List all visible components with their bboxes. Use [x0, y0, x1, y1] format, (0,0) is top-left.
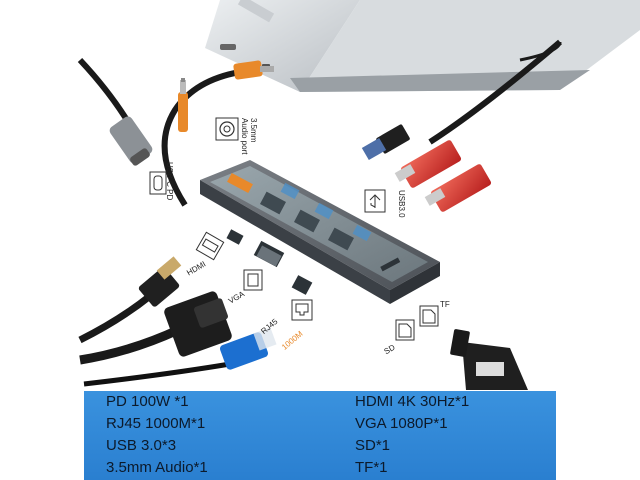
- usb-hub: [200, 160, 440, 304]
- laptop: [205, 0, 640, 92]
- tf-icon: [419, 305, 439, 327]
- product-scene: 3.5mm Audio port USB-C PD USB3.0 HDMI VG…: [77, 0, 640, 390]
- usb30-label: USB3.0: [397, 190, 406, 218]
- rj45-icon: [291, 299, 313, 321]
- memory-cards: [450, 329, 528, 390]
- spec-left-4: 3.5mm Audio*1: [106, 459, 208, 476]
- spec-right-1: HDMI 4K 30Hz*1: [355, 393, 470, 410]
- usb-c-pd-label: USB-C PD: [165, 162, 174, 201]
- product-illustration: [77, 0, 640, 390]
- audio-port-icon: [215, 117, 239, 141]
- usb-a-cable: [361, 39, 562, 161]
- spec-left-2: RJ45 1000M*1: [106, 415, 206, 432]
- tf-label: TF: [440, 300, 450, 309]
- audio-label-line2: Audio port: [240, 118, 249, 155]
- ethernet-cable: [83, 327, 277, 387]
- spec-panel: PD 100W *1 RJ45 1000M*1 USB 3.0*3 3.5mm …: [84, 391, 556, 480]
- audio-cable: [161, 60, 274, 207]
- spec-left-3: USB 3.0*3: [106, 437, 177, 454]
- usb-c-icon: [149, 171, 167, 195]
- vga-icon: [243, 269, 263, 291]
- spec-right-4: TF*1: [355, 459, 388, 476]
- sd-icon: [395, 319, 415, 341]
- audio-label-line1: 3.5mm: [249, 118, 258, 143]
- usb-c-cable: [77, 57, 153, 166]
- vga-cable: [79, 291, 232, 365]
- hdmi-icon: [195, 231, 225, 261]
- spec-left-1: PD 100W *1: [106, 393, 189, 410]
- spec-right-3: SD*1: [355, 437, 391, 454]
- usb3-icon: [364, 189, 386, 213]
- usb-flash-drives: [394, 140, 492, 212]
- spec-right-2: VGA 1080P*1: [355, 415, 448, 432]
- hdmi-cable: [78, 256, 182, 344]
